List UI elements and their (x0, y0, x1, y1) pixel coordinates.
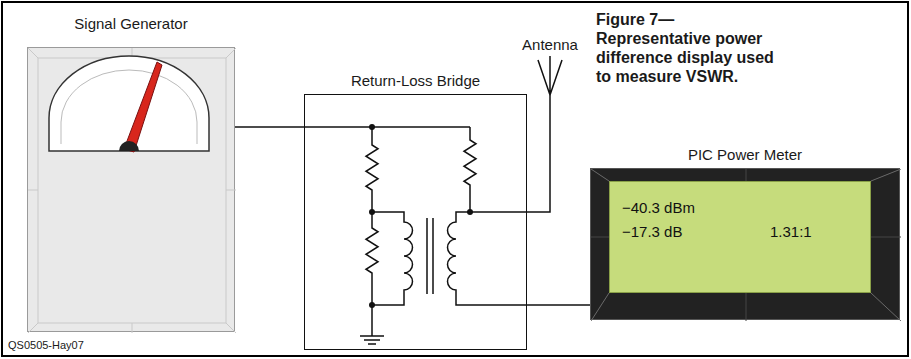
box-heading: Return-Loss Bridge (305, 72, 526, 90)
meter-illustration (28, 48, 236, 333)
resistor-symbol (366, 212, 378, 336)
bridge-box: Return-Loss Bridge (304, 94, 527, 350)
transformer-coil (372, 212, 413, 305)
resistor-symbol (366, 127, 378, 212)
box-heading: Signal Generator (28, 15, 234, 33)
lcd-screen: −40.3 dBm −17.3 dB 1.31:1 (609, 181, 871, 293)
junction-dot (467, 209, 473, 215)
input-wire (304, 126, 470, 128)
figure-caption: Figure 7— Representative power differenc… (596, 10, 781, 86)
junction-dot (369, 124, 375, 130)
figure-code: QS0505-Hay07 (8, 338, 84, 352)
ground-symbol (360, 336, 384, 344)
antenna-label: Antenna (522, 36, 578, 54)
signal-wire (527, 304, 590, 306)
transformer-core (427, 218, 433, 294)
antenna-symbol (538, 56, 562, 95)
signal-generator-box: Signal Generator (27, 47, 235, 332)
box-heading: PIC Power Meter (591, 146, 899, 164)
power-meter-box: PIC Power Meter−40.3 dBm−17.3 dB1.31:1 (590, 168, 900, 320)
bridge-circuit (304, 56, 562, 344)
lcd-reading: −40.3 dBm (622, 199, 695, 217)
signal-wire (235, 126, 304, 128)
junction-dot (369, 209, 375, 215)
transformer-coil (448, 212, 528, 305)
junction-dot (369, 302, 375, 308)
antenna-feed-wire (470, 95, 550, 212)
lcd-reading: −17.3 dB (622, 223, 682, 241)
resistor-symbol (464, 127, 476, 212)
junction-dots (369, 124, 473, 308)
lcd-reading: 1.31:1 (770, 223, 812, 241)
